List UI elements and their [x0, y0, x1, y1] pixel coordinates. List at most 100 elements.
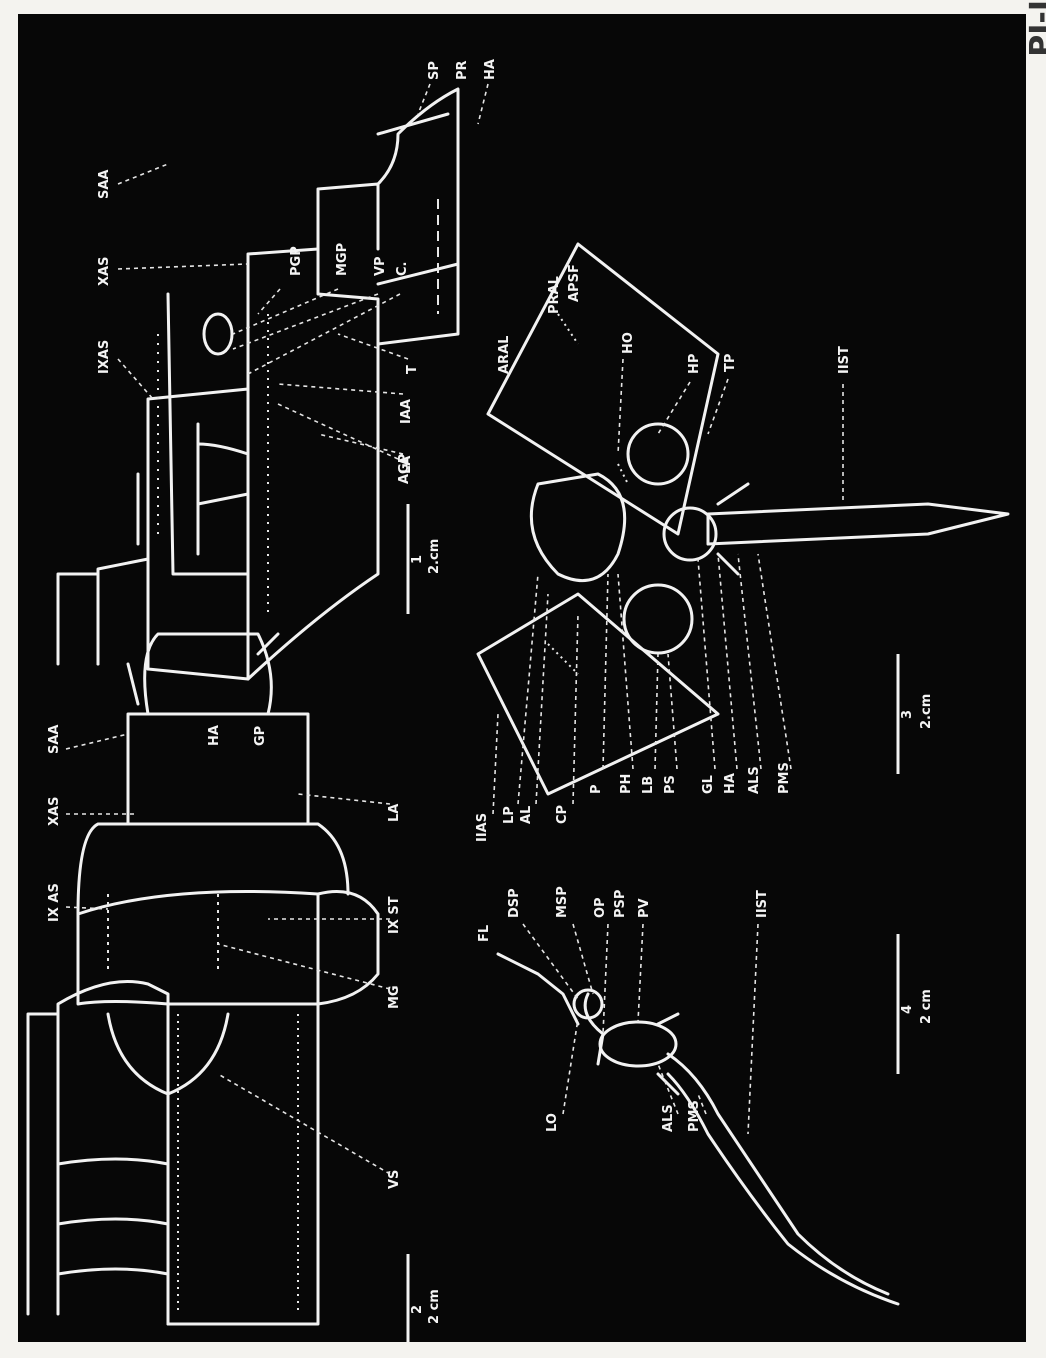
fig4-label-iist: IIST	[755, 890, 770, 918]
fig2-ix-segment	[78, 824, 348, 914]
fig1-label-pr: PR	[455, 60, 470, 80]
fig2-side-lobe	[318, 892, 378, 1005]
fig2-label-ixst: IX ST	[387, 896, 402, 934]
fig3-label-lb: LB	[641, 776, 656, 794]
fig4-lead-dsp	[523, 924, 578, 999]
fig1-label-sp: SP	[427, 61, 442, 80]
fig3-label-ho: HO	[621, 332, 636, 354]
fig1-label-t: T	[405, 365, 420, 374]
fig4-op	[585, 994, 603, 1064]
fig3-label-iias: IIAS	[475, 813, 490, 842]
fig4-label-als: ALS	[661, 1104, 676, 1132]
fig1-lead-ha	[478, 84, 488, 124]
fig2-hairs	[108, 894, 218, 974]
fig4-lead-op	[603, 924, 608, 1034]
fig1-segment-xas	[248, 249, 378, 679]
fig1-lead-agp	[278, 404, 398, 459]
fig3-lead-ho	[618, 359, 623, 454]
fig1-tip	[378, 89, 458, 344]
fig1-label-agp: AGP	[397, 454, 412, 484]
plate-label: PI-I	[1024, 0, 1046, 57]
fig3-lead-iias	[493, 714, 498, 814]
fig3-label-gl: GL	[701, 775, 716, 794]
fig3-lb-lobe	[624, 585, 692, 653]
fig4-lead-msp	[573, 924, 593, 994]
fig2-label-ixas: IX AS	[47, 883, 62, 922]
figure-1: SP PR HA T IAA SAA LA XAS PGP MGP VP C. …	[58, 59, 498, 679]
fig1-lead-ixas	[118, 359, 153, 399]
fig4-pv	[600, 1022, 676, 1066]
fig4-lead-iist	[748, 924, 758, 1134]
fig2-label-saa: SAA	[47, 725, 62, 755]
fig1-ventral-plate	[198, 444, 248, 504]
fig3-label-lp: LP	[502, 806, 517, 824]
fig3-scale-label: 2.cm	[919, 694, 934, 729]
black-plate: SP PR HA T IAA SAA LA XAS PGP MGP VP C. …	[18, 14, 1026, 1342]
fig1-segment-la	[318, 184, 378, 249]
fig4-lead-pv	[638, 924, 643, 1022]
fig4-label-psp: PSP	[613, 890, 628, 918]
fig1-lead-la	[318, 434, 403, 454]
fig3-lower-plate	[478, 594, 718, 794]
fig1-segment-base	[58, 574, 98, 664]
fig4-label-dsp: DSP	[507, 888, 522, 918]
fig1-label-mgp: MGP	[335, 243, 350, 276]
fig4-scale-label: 2 cm	[919, 989, 934, 1024]
fig4-label-pms: PMS	[687, 1100, 702, 1132]
figure-4: FL DSP MSP OP PSP PV IIST LO ALS PMS 4 2…	[477, 886, 934, 1304]
fig1-label-saa: SAA	[97, 170, 112, 200]
fig2-stipple	[178, 1014, 298, 1314]
fig4-lead-lo	[563, 1019, 578, 1114]
fig1-label-pgp: PGP	[289, 246, 304, 276]
fig3-label-cp: CP	[555, 805, 570, 824]
fig3-label-p: P	[589, 784, 604, 794]
fig1-label-ixas: IXAS	[97, 340, 112, 374]
fig2-scale-label: 2 cm	[427, 1289, 442, 1324]
fig1-label-ha: HA	[483, 59, 498, 80]
fig1-lead-xas	[118, 264, 248, 269]
fig2-lead-mg	[218, 944, 390, 989]
fig1-label-c: C.	[395, 262, 410, 276]
fig3-label-ha: HA	[723, 773, 738, 794]
fig3-label-pms: PMS	[777, 762, 792, 794]
fig1-number: 1	[410, 555, 425, 564]
fig3-label-tp: TP	[723, 354, 738, 372]
fig1-lead-saa	[118, 164, 168, 184]
fig4-number: 4	[900, 1005, 915, 1014]
fig1-lead-t	[338, 334, 408, 359]
fig2-label-xas: XAS	[47, 797, 62, 826]
fig2-label-la: LA	[387, 804, 402, 822]
fig2-label-ha: HA	[207, 725, 222, 746]
fig3-label-al: AL	[519, 806, 534, 824]
fig4-label-lo: LO	[545, 1113, 560, 1132]
fig2-stripes	[58, 1159, 168, 1274]
fig3-hp-lobe	[628, 424, 688, 484]
fig3-number: 3	[900, 710, 915, 719]
fig2-label-gp: GP	[253, 726, 268, 746]
figure-2: SAA HA GP XAS LA IX AS IX ST MG VS 2 2 c…	[28, 634, 442, 1342]
fig2-segment-base	[28, 1014, 58, 1314]
fig2-label-vs: VS	[387, 1170, 402, 1189]
fig1-scale-label: 2.cm	[427, 539, 442, 574]
fig1-lead-pgp	[258, 289, 280, 314]
diagram-canvas: SP PR HA T IAA SAA LA XAS PGP MGP VP C. …	[18, 14, 1026, 1342]
fig3-label-ps: PS	[663, 775, 678, 794]
fig2-segment-vs	[168, 1004, 318, 1324]
fig4-fl	[498, 954, 578, 1024]
fig4-label-msp: MSP	[555, 886, 570, 918]
fig3-label-pral: PRAL	[547, 276, 562, 314]
fig4-label-pv: PV	[637, 898, 652, 918]
fig3-label-iist: IIST	[837, 346, 852, 374]
fig3-stylet	[708, 504, 1008, 544]
fig3-label-ph: PH	[619, 774, 634, 794]
fig3-label-als: ALS	[747, 766, 762, 794]
fig2-segment-ixas	[78, 892, 318, 1005]
fig4-label-fl: FL	[477, 925, 492, 942]
fig1-label-xas: XAS	[97, 257, 112, 286]
fig3-lead-hp	[658, 382, 690, 434]
fig1-side-line	[168, 294, 248, 574]
fig3-label-apsf: APSF	[567, 264, 582, 302]
fig1-label-iaa: IAA	[399, 399, 414, 424]
fig1-segment-1	[98, 559, 148, 669]
fig1-tip-lines	[378, 114, 458, 284]
